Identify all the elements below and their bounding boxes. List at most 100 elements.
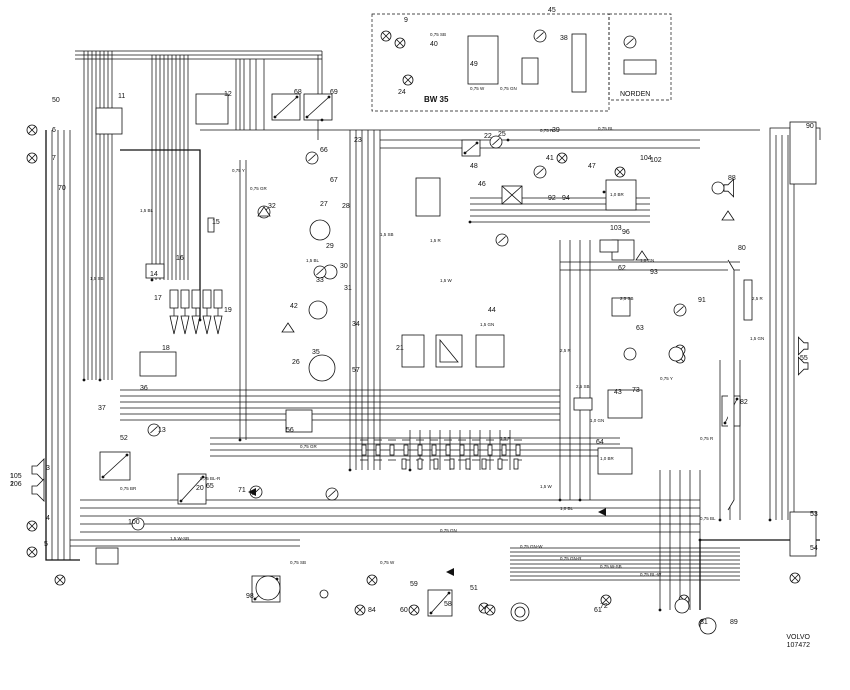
component-number-label: 93 [650,269,658,276]
arrow-symbol [446,568,454,576]
sender-symbol [131,517,145,531]
component-symbols [26,29,817,635]
component-number-label: 72 [600,603,608,610]
switch-contact [180,476,204,502]
wire-color-label: 1,5 W [540,484,553,489]
fuse-symbol [515,444,521,456]
junction-dot [101,475,105,479]
wire-color-label: 1,5 SB [380,232,394,237]
heater-element [623,59,657,75]
lamp-cross [396,39,404,47]
component-number-label: 91 [698,297,706,304]
component-number-label: 24 [398,89,406,96]
wire-color-label: 0,75 W [470,86,485,91]
junction-dot [305,115,309,119]
component-number-label: 22 [484,133,492,140]
connector-block [571,33,587,93]
wire-color-label: 0,75 GR [300,444,318,449]
component-number-label: 4 [46,515,50,522]
tachometer-symbol [699,617,717,635]
wire-color-label: 2,5 SB [620,296,634,301]
wire-color-label: 1,5 GN [480,322,494,327]
junction-dot [273,115,277,119]
component-number-label: 103 [610,225,622,232]
horn-symbol [31,478,45,502]
component-number-label: 70 [58,185,66,192]
lamp-cross [356,606,364,614]
component-number-label: 1 [10,473,14,480]
component-number-label: 64 [596,439,604,446]
component-number-label: 104 [640,155,652,162]
warning-lamp-symbol [721,210,735,221]
component-number-label: 34 [352,321,360,328]
drawing-number: 107472 [786,642,810,649]
junction-dot [718,518,722,522]
horn-symbol [798,336,809,356]
component-number-label: 3 [46,465,50,472]
warning-lamp-symbol [281,322,295,333]
resistor-symbol [207,217,215,233]
wire-color-label: 0,75 GN [500,86,517,91]
wire-color-label: 0,75 W [380,560,395,565]
lamp-cross [791,574,799,582]
relay-box [95,107,123,135]
component-number-label: 38 [560,35,568,42]
component-number-label: 65 [206,483,214,490]
fuse-symbol [433,458,439,470]
distributor-symbol [139,351,177,377]
wire-color-label: 1,5 W [440,278,453,283]
component-number-label: 36 [140,385,148,392]
fuse-symbol [417,458,423,470]
wire-color-label: 0,75 BL-W [640,572,662,577]
component-number-label: 88 [728,175,736,182]
component-number-label: 58 [444,601,452,608]
lamp-cross [28,126,36,134]
component-number-label: 69 [330,89,338,96]
junction-dot [602,190,606,194]
lamp-cross [480,604,488,612]
component-number-label: 6 [52,127,56,134]
component-number-label: 100 [128,519,140,526]
wire-color-label: 2,5 SB [576,384,590,389]
relay-box [599,239,619,253]
relay-box [195,93,229,125]
arrow-symbol [248,488,256,496]
component-number-label: 63 [636,325,644,332]
wire-color-label: 0,75 BR [120,486,137,491]
ignition-coil [191,289,201,309]
horn-symbol [723,178,734,198]
component-number-label: 106 [10,481,22,488]
junction-dot [348,468,352,472]
main-feed-wire [120,149,201,320]
norden-inset-label: NORDEN [620,91,650,98]
lamp-cross [28,154,36,162]
lamp-cross [486,606,494,614]
gauge-needle [626,38,634,46]
spark-plug-symbol [191,315,201,335]
component-number-label: 18 [162,345,170,352]
junction-dot [658,608,662,612]
relay-box [605,179,637,211]
junction-dot [198,318,202,322]
wire-color-label: 1,0 GN [590,418,604,423]
component-number-label: 41 [546,155,554,162]
fuse-symbol [497,458,503,470]
wire-color-label: 0,75 SB [430,32,446,37]
component-number-label: 57 [352,367,360,374]
component-number-label: 73 [632,387,640,394]
junction-dot [578,498,582,502]
ignition-coil [202,289,212,309]
relay-box [415,177,441,217]
relay-box [285,409,313,433]
component-number-label: 55 [800,355,808,362]
component-number-label: 94 [562,195,570,202]
component-number-label: 89 [730,619,738,626]
component-number-label: 66 [320,147,328,154]
relay-box [607,389,643,419]
wire-color-label: 0,75 Y [232,168,245,173]
component-number-label: 54 [810,545,818,552]
junction-dot [98,378,102,382]
